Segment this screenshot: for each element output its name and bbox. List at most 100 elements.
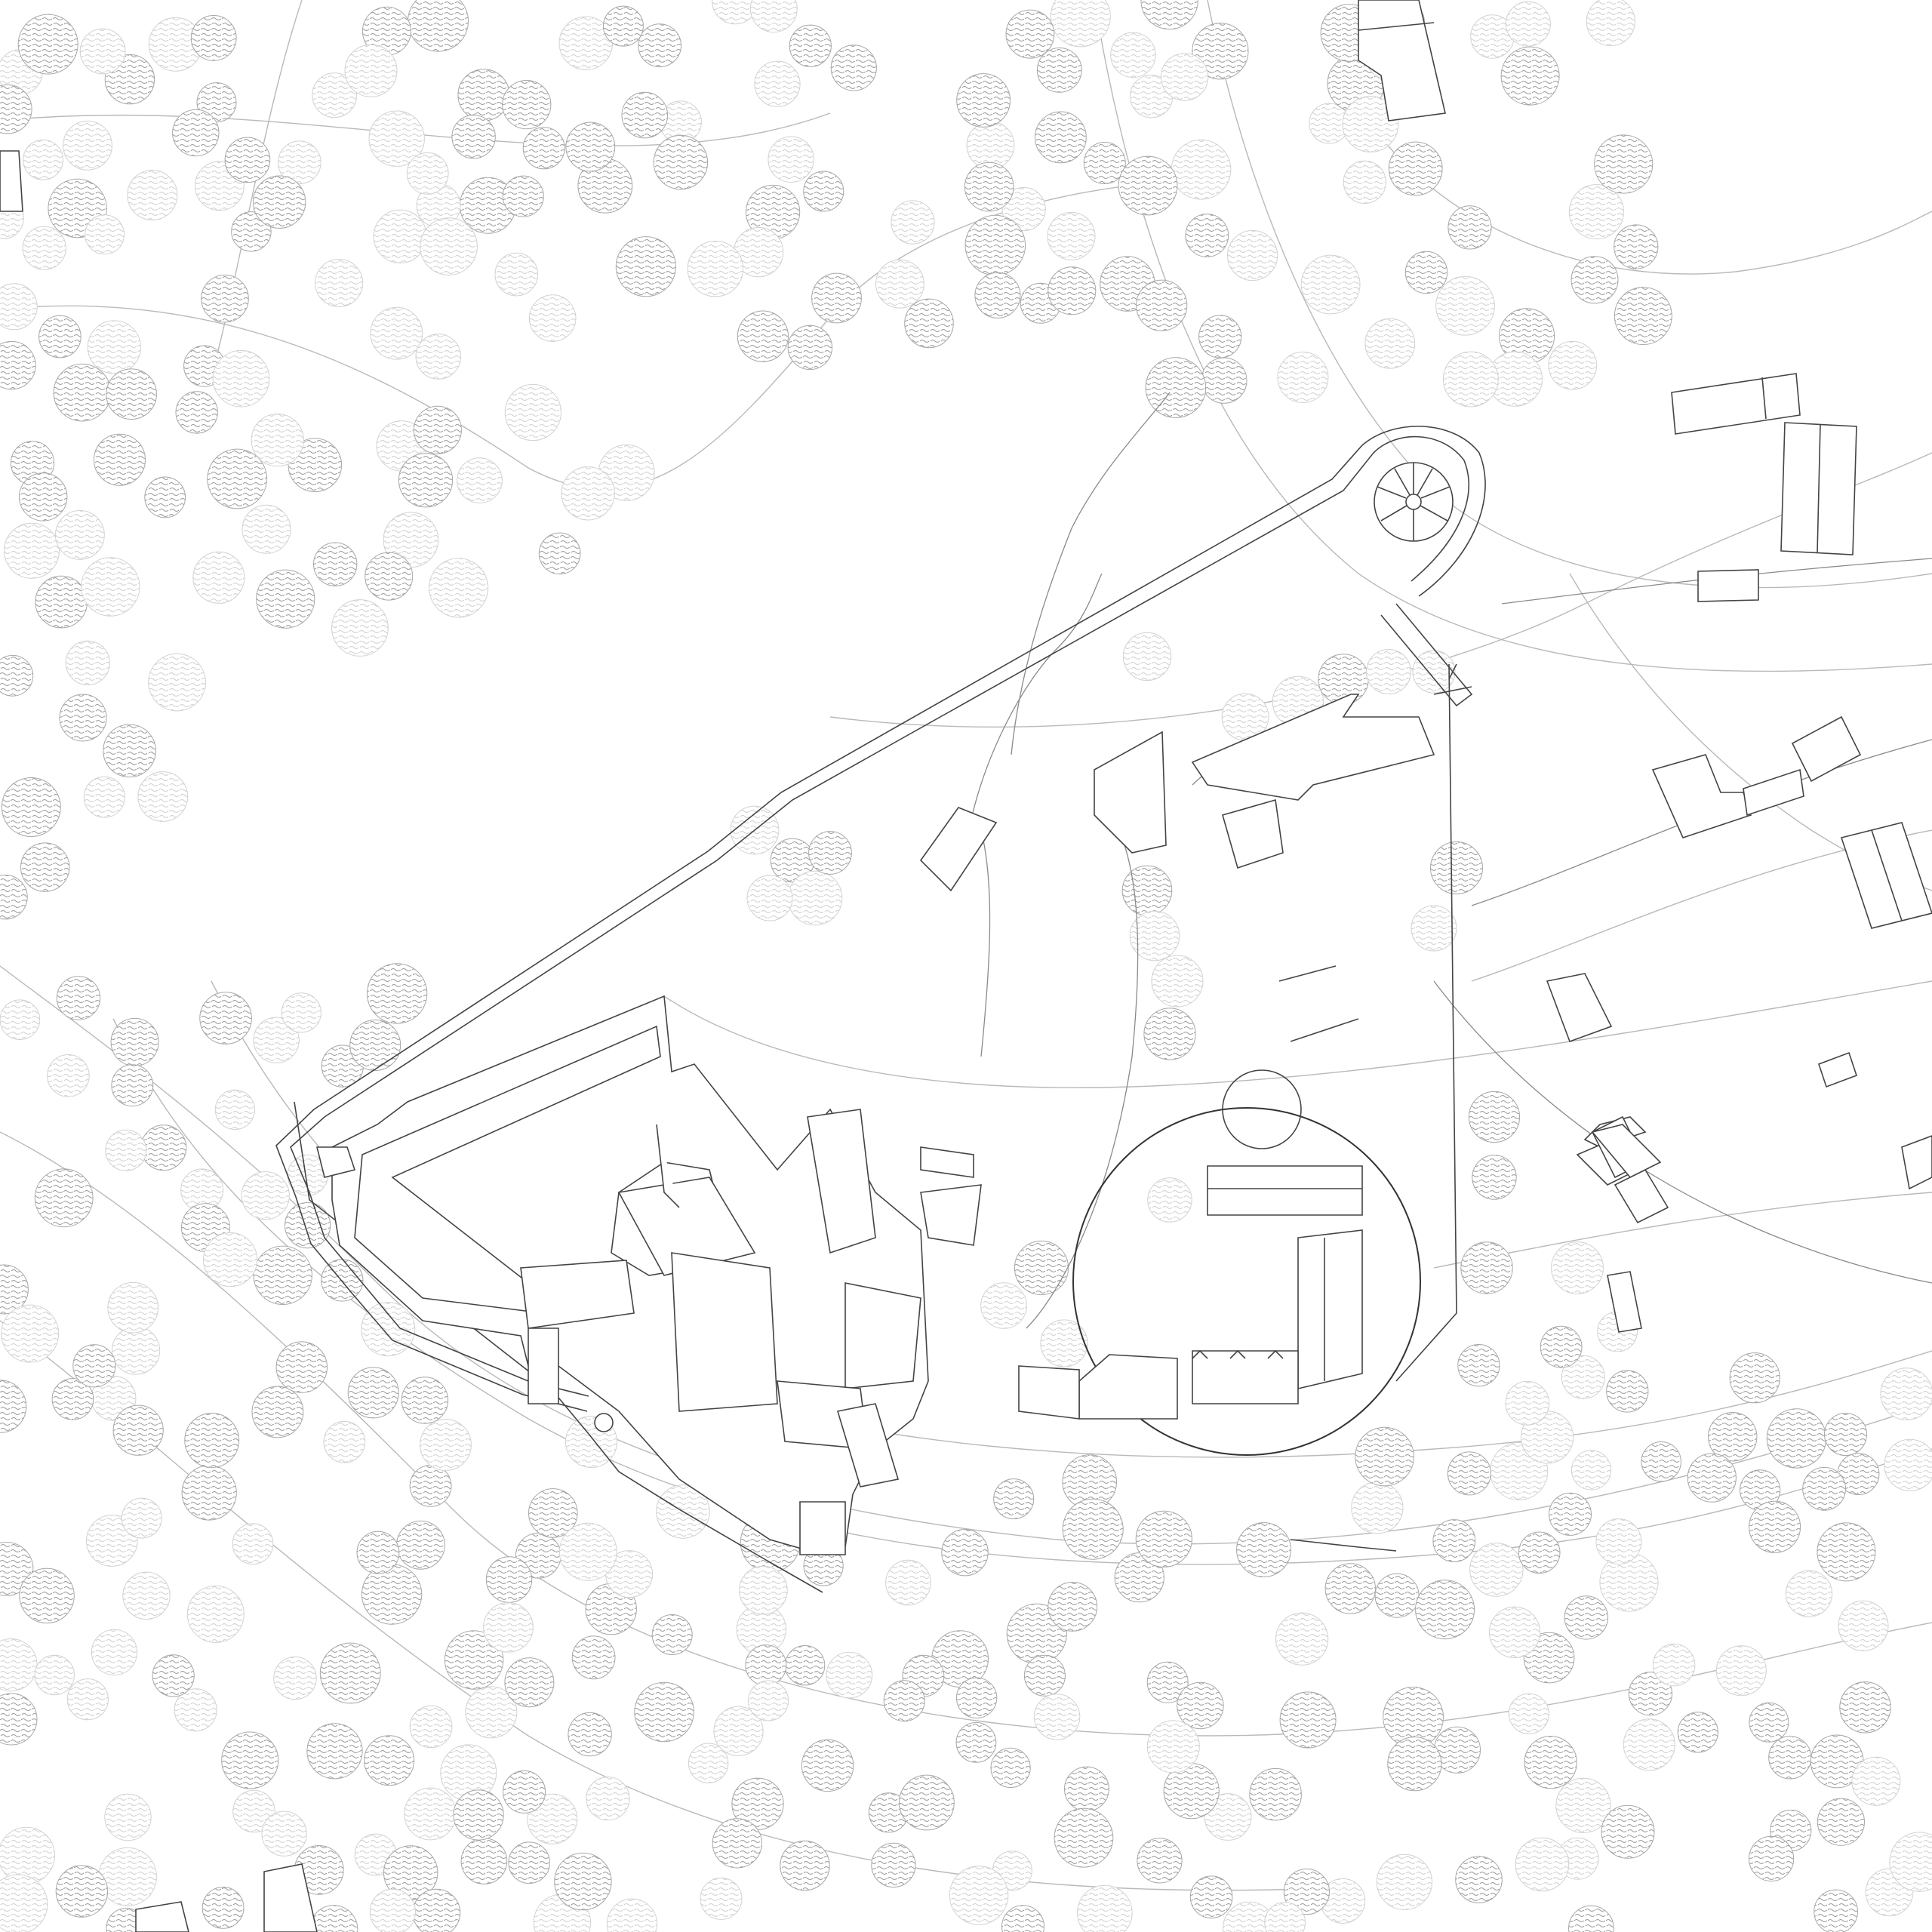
tree — [1586, 0, 1635, 47]
tree — [1227, 229, 1278, 281]
tree — [1054, 1807, 1114, 1868]
tree — [528, 1488, 578, 1538]
tree — [460, 1838, 508, 1884]
tree — [373, 209, 427, 263]
tree — [232, 1523, 274, 1564]
tree — [1568, 184, 1624, 240]
tree — [312, 72, 358, 118]
tree — [621, 91, 669, 139]
tree — [1749, 1835, 1795, 1881]
tree — [1374, 1573, 1420, 1618]
tree — [366, 963, 428, 1024]
tree — [811, 272, 862, 324]
tree — [1277, 352, 1329, 403]
tree — [1083, 142, 1126, 184]
tree — [261, 1810, 307, 1857]
tree — [1160, 53, 1209, 101]
tree — [1198, 315, 1242, 358]
tree — [1884, 1438, 1932, 1491]
tree — [66, 1678, 109, 1721]
tree — [746, 875, 793, 921]
tree — [365, 552, 414, 601]
tree — [885, 1559, 931, 1606]
tree — [184, 1413, 240, 1468]
tree — [212, 349, 270, 408]
tree — [361, 1302, 416, 1357]
tree — [789, 24, 832, 67]
tree — [192, 551, 245, 604]
tree — [1802, 1466, 1847, 1511]
tree — [875, 259, 924, 309]
tree — [1571, 1450, 1612, 1491]
tree — [615, 236, 677, 297]
tree — [504, 1657, 555, 1708]
tree — [1048, 266, 1097, 315]
tree — [175, 391, 218, 434]
tree — [1366, 649, 1411, 694]
tree — [0, 340, 36, 390]
tree — [801, 1739, 854, 1792]
tree — [232, 1789, 275, 1833]
tree — [1300, 254, 1361, 315]
tree — [651, 1614, 693, 1655]
tree — [321, 1259, 364, 1302]
tree — [111, 1064, 154, 1107]
tree — [1614, 224, 1659, 269]
tree — [1468, 1091, 1521, 1143]
tree — [273, 1656, 317, 1700]
tree — [748, 1680, 789, 1721]
tree — [65, 640, 110, 686]
tree — [408, 0, 469, 52]
tree — [1388, 141, 1443, 196]
tree — [688, 1743, 729, 1783]
tree — [0, 1380, 27, 1433]
tree — [1, 1304, 60, 1363]
tree — [420, 217, 478, 275]
tree — [713, 1706, 764, 1756]
tree — [201, 274, 249, 323]
tree — [1595, 1518, 1642, 1565]
tree — [1376, 1854, 1433, 1910]
tree — [364, 1735, 415, 1786]
tree — [288, 438, 343, 493]
tree — [105, 1129, 147, 1171]
tree — [1715, 1645, 1767, 1697]
tree — [203, 1232, 258, 1287]
tree — [1594, 134, 1654, 194]
tree — [356, 1531, 400, 1574]
tree — [0, 875, 28, 920]
tree — [186, 1585, 245, 1643]
tree — [281, 992, 321, 1033]
highlighted-building-group — [1018, 1069, 1421, 1456]
tree — [1540, 1325, 1583, 1368]
tree — [1549, 1492, 1592, 1536]
tree — [72, 1344, 116, 1388]
tree — [55, 1865, 109, 1918]
tree — [319, 1642, 381, 1704]
tree — [85, 214, 125, 255]
tree — [502, 80, 552, 130]
tree — [309, 1905, 358, 1932]
tree — [606, 1898, 658, 1932]
tree — [949, 1866, 1009, 1925]
tree — [1623, 1718, 1675, 1771]
tree — [112, 1326, 161, 1375]
tree — [955, 1677, 998, 1719]
tree — [955, 1721, 997, 1763]
tree — [749, 0, 798, 33]
tree — [1500, 46, 1560, 106]
tree — [56, 976, 101, 1020]
tree — [1628, 1672, 1672, 1716]
tree — [110, 1017, 159, 1066]
tree — [202, 1887, 245, 1929]
tree — [181, 1465, 237, 1521]
tree — [1136, 279, 1188, 331]
tree — [344, 44, 398, 97]
tree — [1817, 1798, 1865, 1846]
tree — [104, 1793, 152, 1841]
tree — [1185, 214, 1229, 257]
tree — [0, 283, 38, 331]
tree — [1001, 1905, 1044, 1932]
tree — [1687, 1453, 1737, 1503]
